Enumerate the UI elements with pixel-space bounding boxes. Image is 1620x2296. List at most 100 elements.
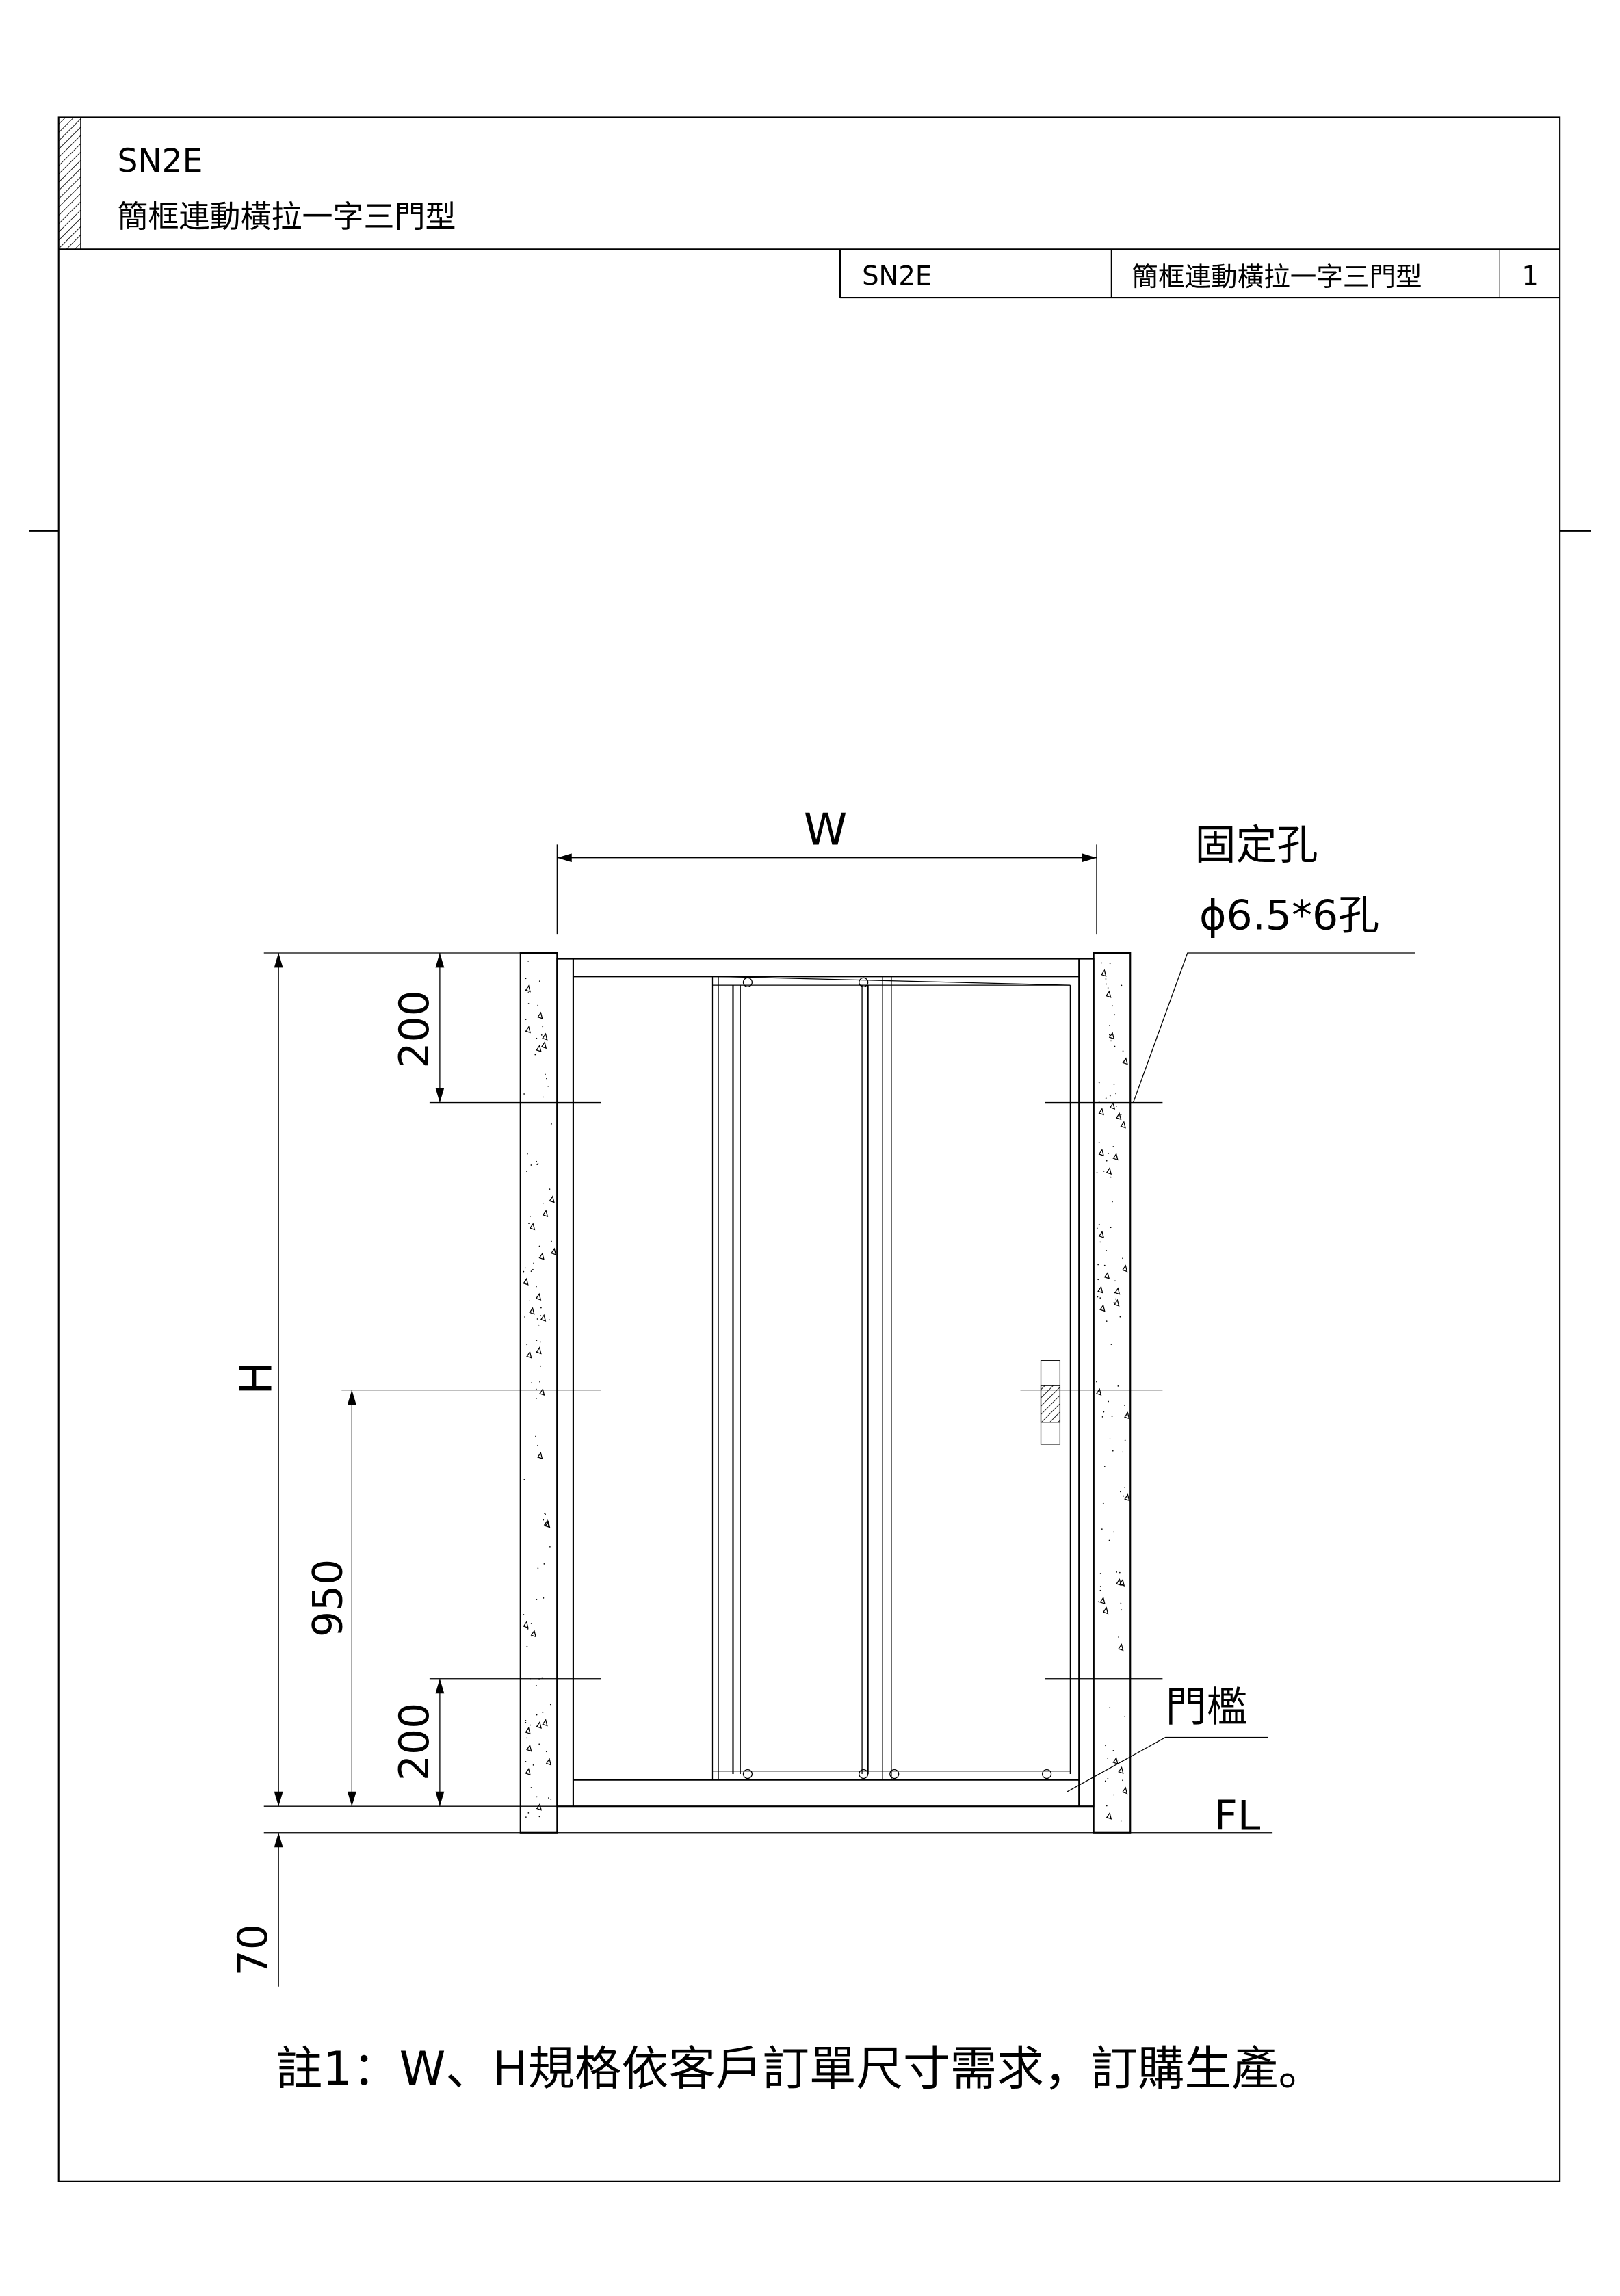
concrete-speckle <box>531 1382 532 1383</box>
concrete-speckle <box>1096 1172 1098 1173</box>
concrete-speckle <box>1111 1416 1113 1418</box>
dim-bottom-200: 200 <box>391 1703 439 1782</box>
floor-label: FL <box>1214 1792 1261 1840</box>
concrete-aggregate <box>1102 1606 1109 1615</box>
concrete-aggregate <box>525 1026 531 1034</box>
concrete-aggregate <box>523 1277 529 1286</box>
concrete-speckle <box>549 1319 550 1321</box>
dim-950: 950 <box>304 1559 352 1638</box>
concrete-aggregate <box>1098 1108 1104 1116</box>
concrete-walls <box>519 952 1132 1834</box>
dim-top-200: 200 <box>391 990 439 1069</box>
concrete-speckle <box>540 1034 543 1036</box>
concrete-speckle <box>1096 1227 1098 1229</box>
concrete-speckle <box>549 1704 551 1706</box>
concrete-speckle <box>1109 1707 1111 1708</box>
concrete-speckle <box>530 1787 532 1788</box>
concrete-aggregate <box>536 1346 542 1355</box>
concrete-aggregate <box>529 1223 536 1231</box>
concrete-speckle <box>1112 1201 1113 1203</box>
concrete-speckle <box>530 1724 532 1726</box>
concrete-speckle <box>1121 1609 1123 1611</box>
concrete-speckle <box>528 1223 530 1224</box>
height-label: H <box>231 1361 282 1394</box>
title-block-sheet: 1 <box>1521 261 1539 291</box>
concrete-aggregate <box>526 1744 532 1752</box>
concrete-speckle <box>530 1623 532 1624</box>
concrete-speckle <box>1110 1344 1112 1345</box>
concrete-aggregate <box>543 1519 550 1528</box>
concrete-aggregate <box>1114 1287 1121 1295</box>
concrete-speckle <box>529 1300 531 1302</box>
concrete-speckle <box>530 1164 532 1166</box>
concrete-speckle <box>1118 1636 1119 1638</box>
concrete-aggregate <box>1109 1101 1116 1110</box>
concrete-speckle <box>1105 1745 1106 1747</box>
concrete-speckle <box>1103 1264 1106 1266</box>
concrete-speckle <box>549 1188 551 1190</box>
concrete-aggregate <box>1119 1578 1125 1587</box>
concrete-aggregate <box>1122 1264 1128 1273</box>
concrete-speckle <box>526 1737 528 1739</box>
concrete-speckle <box>1115 1093 1117 1095</box>
concrete-speckle <box>543 1597 545 1599</box>
concrete-aggregate <box>526 1351 532 1359</box>
concrete-aggregate <box>529 1307 535 1315</box>
concrete-speckle <box>1115 1298 1116 1300</box>
concrete-speckle <box>1099 1589 1101 1591</box>
door-frame <box>556 958 1095 1808</box>
concrete-speckle <box>536 1318 538 1320</box>
concrete-speckle <box>536 1037 538 1039</box>
concrete-speckle <box>524 1267 526 1269</box>
concrete-speckle <box>1109 1034 1110 1036</box>
concrete-speckle <box>1107 987 1109 989</box>
concrete-speckle <box>1122 1451 1124 1453</box>
concrete-aggregate <box>525 1767 531 1776</box>
concrete-speckle <box>535 1684 537 1686</box>
concrete-speckle <box>1108 1400 1110 1403</box>
concrete-aggregate <box>536 1044 542 1052</box>
concrete-speckle <box>1097 1601 1099 1603</box>
concrete-speckle <box>1108 1153 1110 1154</box>
concrete-aggregate <box>525 984 531 993</box>
concrete-speckle <box>545 1751 547 1753</box>
concrete-speckle <box>523 1093 525 1095</box>
concrete-speckle <box>523 1270 525 1273</box>
width-dimension: W <box>556 804 1097 935</box>
concrete-speckle <box>1123 1495 1125 1497</box>
concrete-speckle <box>536 1599 538 1600</box>
concrete-speckle <box>525 1721 527 1723</box>
concrete-speckle <box>1117 1385 1119 1387</box>
concrete-speckle <box>1121 1820 1122 1822</box>
concrete-speckle <box>1112 1005 1113 1007</box>
concrete-speckle <box>540 1307 542 1309</box>
concrete-speckle <box>537 1163 539 1164</box>
concrete-speckle <box>526 1645 528 1647</box>
concrete-speckle <box>1122 1257 1123 1260</box>
concrete-speckle <box>551 1123 552 1125</box>
concrete-aggregate <box>1101 969 1107 977</box>
concrete-speckle <box>536 1398 537 1399</box>
concrete-aggregate <box>542 1209 549 1218</box>
concrete-aggregate <box>1103 1271 1110 1279</box>
concrete-aggregate <box>1108 1032 1115 1040</box>
concrete-speckle <box>1099 1573 1101 1574</box>
concrete-speckle <box>1110 1176 1112 1178</box>
concrete-speckle <box>1109 963 1111 965</box>
concrete-speckle <box>534 1054 536 1056</box>
concrete-speckle <box>542 1026 544 1028</box>
concrete-speckle <box>536 1164 538 1165</box>
title-block-code: SN2E <box>862 261 932 291</box>
concrete-speckle <box>536 1160 538 1162</box>
concrete-speckle <box>527 1628 529 1630</box>
concrete-speckle <box>538 1245 540 1247</box>
concrete-speckle <box>1110 1040 1112 1042</box>
concrete-speckle <box>1098 1141 1100 1143</box>
concrete-aggregate <box>1121 1786 1128 1795</box>
concrete-speckle <box>1112 1146 1114 1147</box>
concrete-speckle <box>1097 1279 1099 1281</box>
concrete-speckle <box>1105 978 1107 980</box>
concrete-speckle <box>1106 1320 1108 1322</box>
concrete-speckle <box>1101 1528 1103 1530</box>
